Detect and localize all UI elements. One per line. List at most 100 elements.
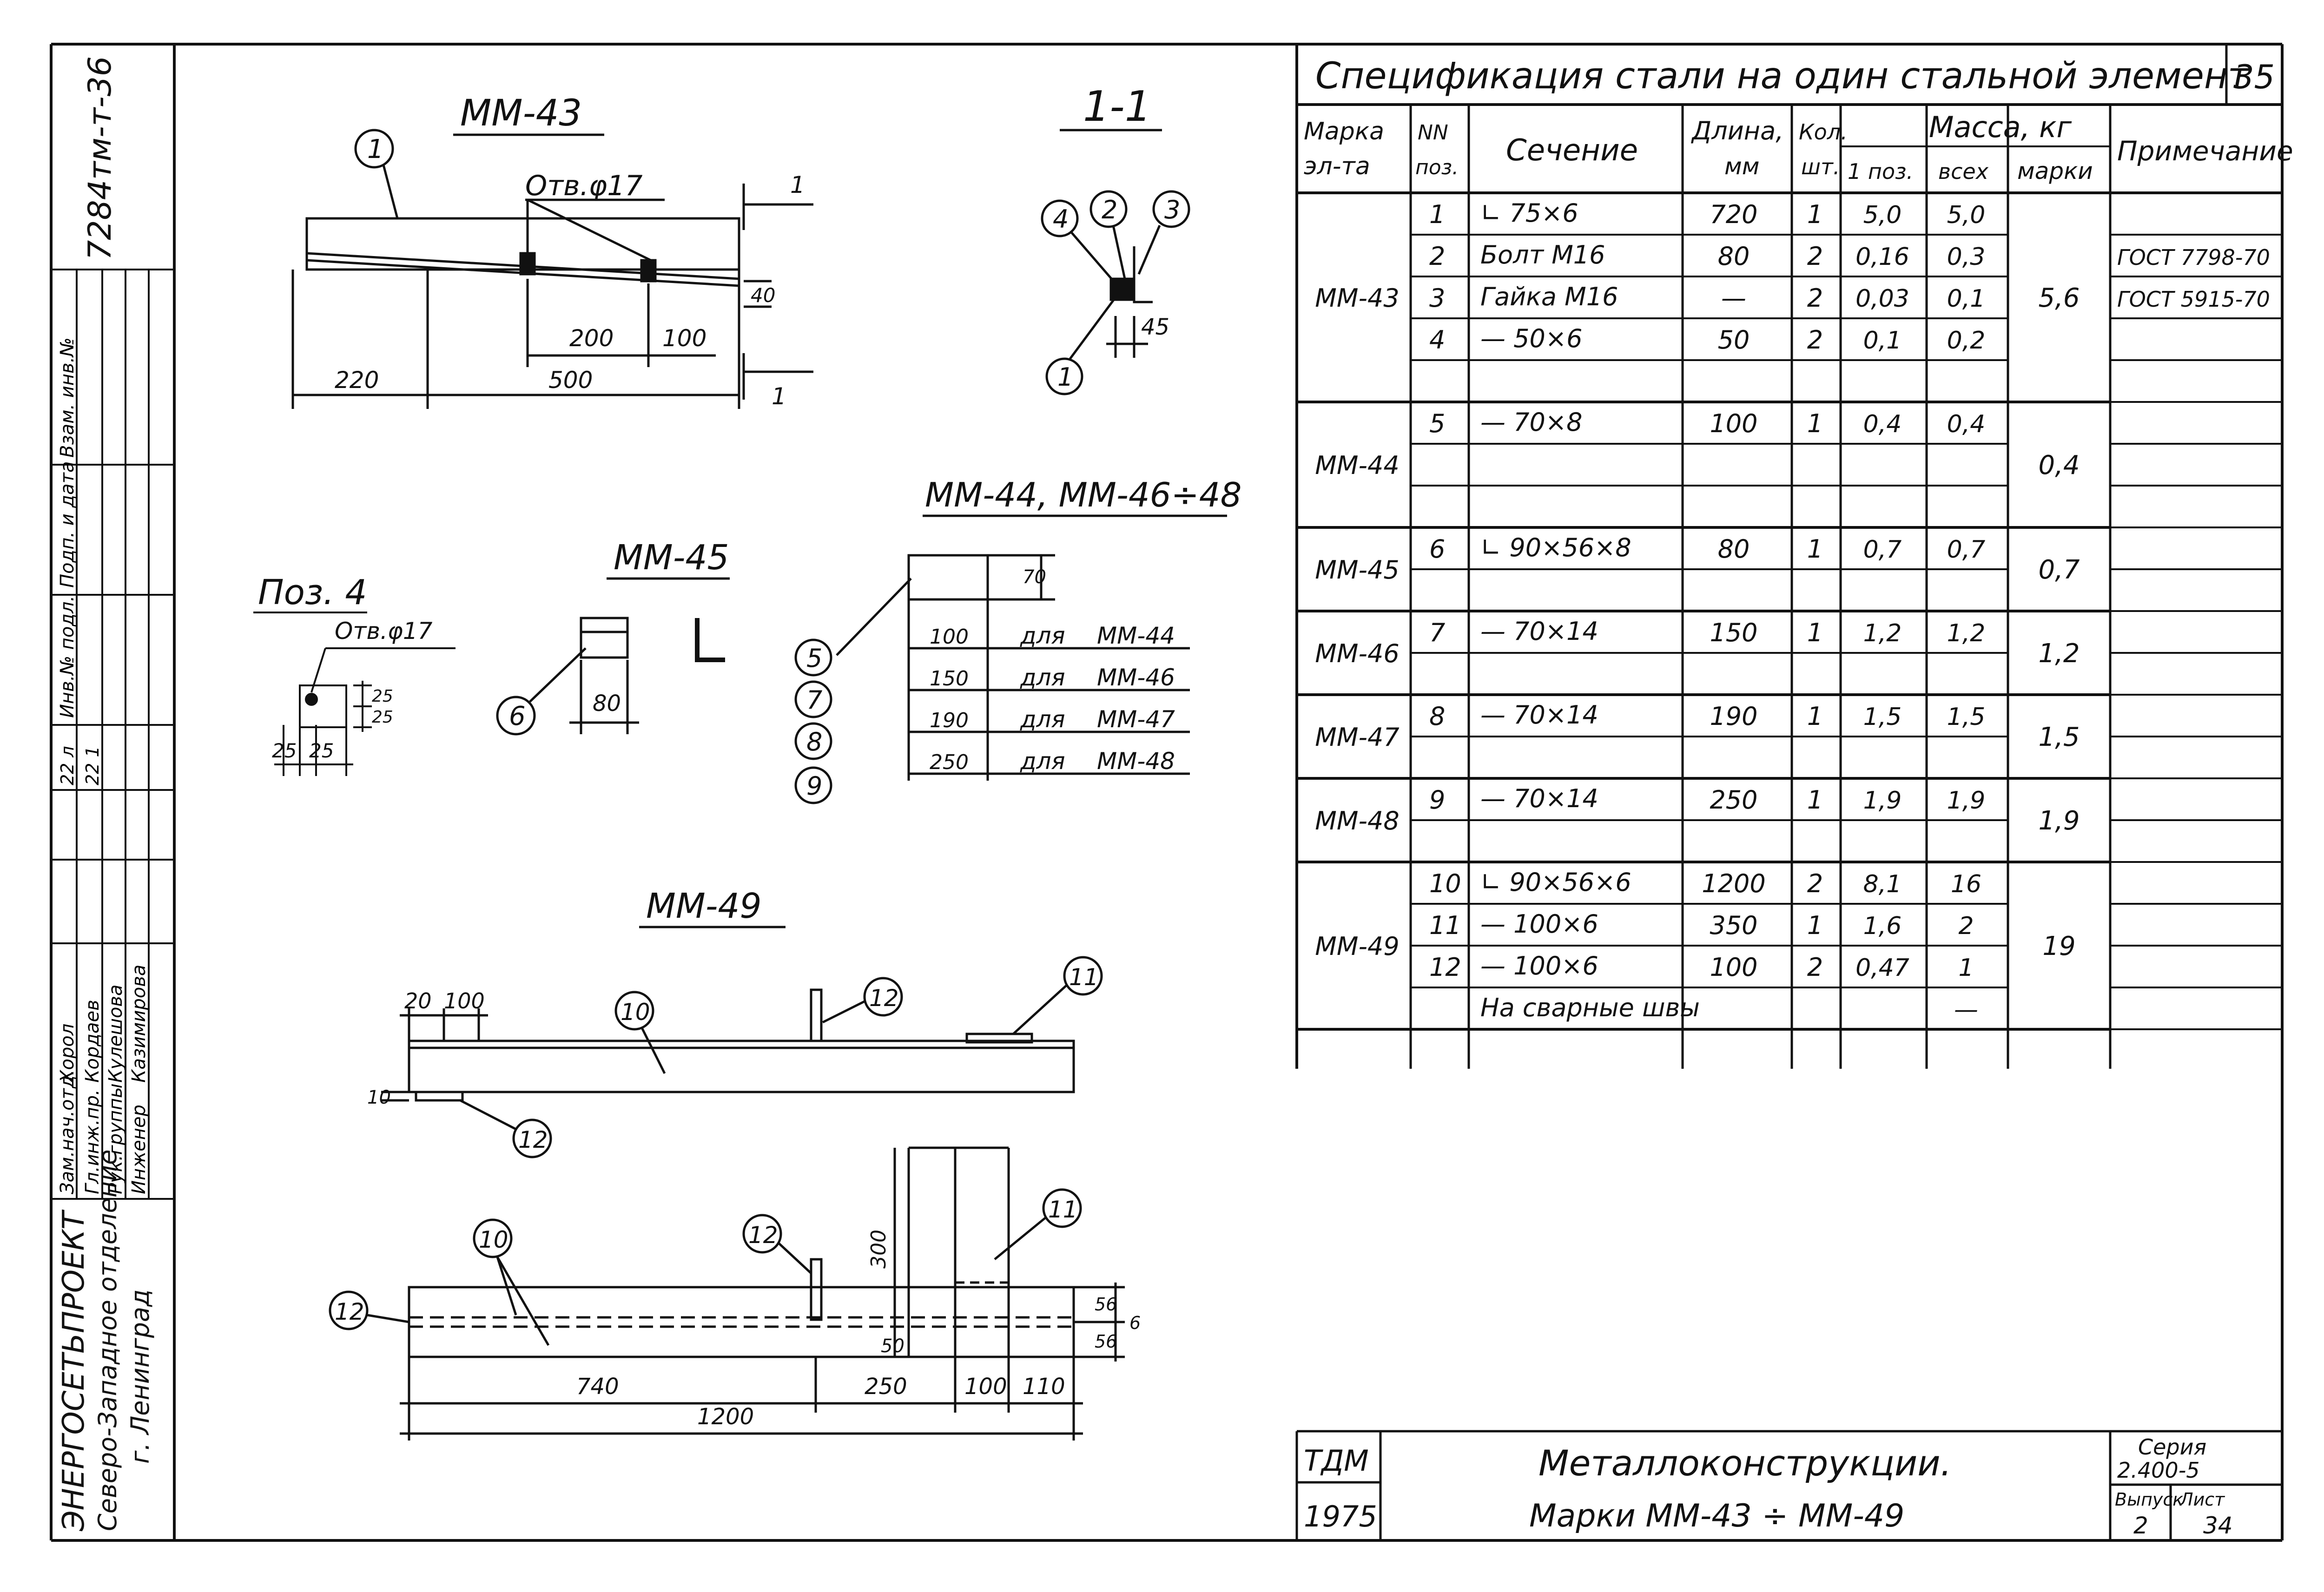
tb-subtitle: Марки ММ-43 ÷ ММ-49 <box>1529 1498 1904 1534</box>
spec-section: Гайка М16 <box>1480 282 1618 311</box>
tb-series: 2.400-5 <box>2117 1458 2200 1483</box>
doc-number: 7284тм-т-36 <box>82 56 119 260</box>
spec-qty: 2 <box>1807 869 1823 898</box>
callout-1b <box>1045 357 1083 395</box>
hdr-pos: NN <box>1418 121 1448 145</box>
spec-mass-all: 0,7 <box>1947 536 1986 564</box>
column-header: Взам. инв.№ <box>57 337 78 458</box>
dim-100c: 100 <box>964 1374 1007 1400</box>
spec-mass-1: 0,4 <box>1863 410 1902 438</box>
spec-mass-all: 1,9 <box>1947 787 1986 815</box>
role-title: Гл.инж.пр. <box>82 1089 103 1194</box>
callout-5 <box>794 638 832 677</box>
section-mark-top: 1 <box>790 171 805 198</box>
spec-table: Спецификация стали на один стальной элем… <box>1295 43 2293 1069</box>
dim-200: 200 <box>569 325 614 352</box>
pos4-dim: 25 <box>272 739 297 762</box>
hdr-pos: поз. <box>1415 156 1459 179</box>
spec-pos: 8 <box>1429 702 1445 731</box>
callout-12c-label: 12 <box>335 1298 364 1325</box>
mm49-view: ММ-49 20 100 10 10 12 11 12 <box>329 886 1141 1441</box>
spec-length: 720 <box>1710 200 1757 229</box>
spec-length: 50 <box>1718 325 1750 355</box>
mm49-title: ММ-49 <box>646 886 762 926</box>
spec-mass-1: 0,1 <box>1863 327 1902 355</box>
spec-section: ∟ 90×56×8 <box>1480 533 1631 562</box>
for-row: для <box>1020 706 1065 733</box>
spec-mass-1: 5,0 <box>1863 201 1902 229</box>
callout-10-label: 10 <box>621 999 650 1026</box>
spec-mark: ММ-45 <box>1315 555 1399 585</box>
spec-qty: 2 <box>1807 325 1823 355</box>
section-1-1: 1-1 4 2 3 1 45 <box>1041 82 1190 395</box>
column-header: Подп. и дата <box>57 461 78 588</box>
spec-qty: 1 <box>1807 911 1823 940</box>
callout-8-label: 8 <box>806 727 822 757</box>
pos4-detail: Поз. 4 Отв.φ17 25 25 25 25 <box>253 572 456 776</box>
spec-mass-all: 1,2 <box>1947 619 1986 647</box>
callout-1b-label: 1 <box>1057 362 1073 392</box>
spec-qty: 2 <box>1807 242 1823 271</box>
spec-sheet-no: 35 <box>2233 58 2275 96</box>
code-label: 22 1 <box>82 746 103 785</box>
tb-issue-label: Выпуск <box>2115 1489 2183 1510</box>
section-title: 1-1 <box>1083 82 1151 131</box>
spec-length: — <box>1721 283 1746 313</box>
spec-mass-all: 0,3 <box>1947 243 1986 271</box>
spec-mass-1: 0,47 <box>1855 954 1909 982</box>
dim-250: 250 <box>865 1374 907 1400</box>
spec-pos: 5 <box>1429 409 1445 438</box>
mm43-view: ММ-43 1 Отв.φ17 220 500 200 100 40 1 <box>291 92 813 410</box>
spec-qty: 1 <box>1807 534 1823 564</box>
pos4-title: Поз. 4 <box>258 572 367 612</box>
spec-mass-1: 1,5 <box>1863 703 1902 731</box>
code-label: 22 л <box>57 746 78 785</box>
spec-section: — 70×14 <box>1480 700 1598 730</box>
spec-pos: 12 <box>1429 953 1461 982</box>
spec-pos: 4 <box>1429 325 1445 355</box>
spec-mass-all: 16 <box>1951 870 1981 898</box>
spec-qty: 2 <box>1807 953 1823 982</box>
mark-row: ММ-46 <box>1097 664 1175 691</box>
pos4-dim: 25 <box>372 708 393 727</box>
mark-row: ММ-44 <box>1097 622 1175 649</box>
spec-section: — 70×14 <box>1480 784 1598 813</box>
callout-11b <box>1042 1188 1082 1228</box>
spec-mass-all: — <box>1954 996 1978 1024</box>
mm44-48-view: ММ-44, ММ-46÷48 70 100 для ММ-44 150 для… <box>794 475 1241 804</box>
hole-label: Отв.φ17 <box>525 170 643 202</box>
len-row: 150 <box>930 667 969 691</box>
role-title: Инженер <box>128 1105 150 1194</box>
dim-6: 6 <box>1129 1313 1141 1333</box>
dim-500: 500 <box>548 367 593 394</box>
dim-740: 740 <box>576 1374 619 1400</box>
dim-40: 40 <box>751 284 775 307</box>
spec-mass-1: 0,16 <box>1855 243 1909 271</box>
tb-sheet: 34 <box>2203 1512 2233 1539</box>
spec-mass-all: 0,4 <box>1947 410 1986 438</box>
callout-12c <box>329 1290 369 1330</box>
dim-56a: 56 <box>1095 1294 1117 1315</box>
spec-mass-1: 0,7 <box>1863 536 1902 564</box>
mm45-title: ММ-45 <box>614 538 729 578</box>
callout-10b-label: 10 <box>479 1226 508 1253</box>
spec-mass-mark: 5,6 <box>2038 283 2080 313</box>
person-name: Хорол <box>57 1024 78 1084</box>
spec-mass-all: 1,5 <box>1947 703 1986 731</box>
callout-5-label: 5 <box>806 644 822 673</box>
spec-qty: 2 <box>1807 283 1823 313</box>
hdr-mark: эл-та <box>1304 152 1370 180</box>
spec-pos: 3 <box>1429 283 1445 313</box>
role-title: Зам.нач.отд. <box>57 1070 78 1194</box>
callout-6-label: 6 <box>509 701 526 731</box>
callout-12d-label: 12 <box>748 1222 778 1249</box>
spec-length: 80 <box>1718 534 1750 564</box>
spec-length: 190 <box>1710 702 1757 731</box>
tb-issue: 2 <box>2133 1512 2148 1539</box>
hdr-qty: шт. <box>1801 154 1840 179</box>
dim-20: 20 <box>404 988 432 1013</box>
spec-mark: ММ-47 <box>1315 723 1399 752</box>
callout-10 <box>614 991 654 1031</box>
hdr-length: Длина, <box>1691 116 1783 145</box>
spec-length: 250 <box>1710 785 1757 815</box>
